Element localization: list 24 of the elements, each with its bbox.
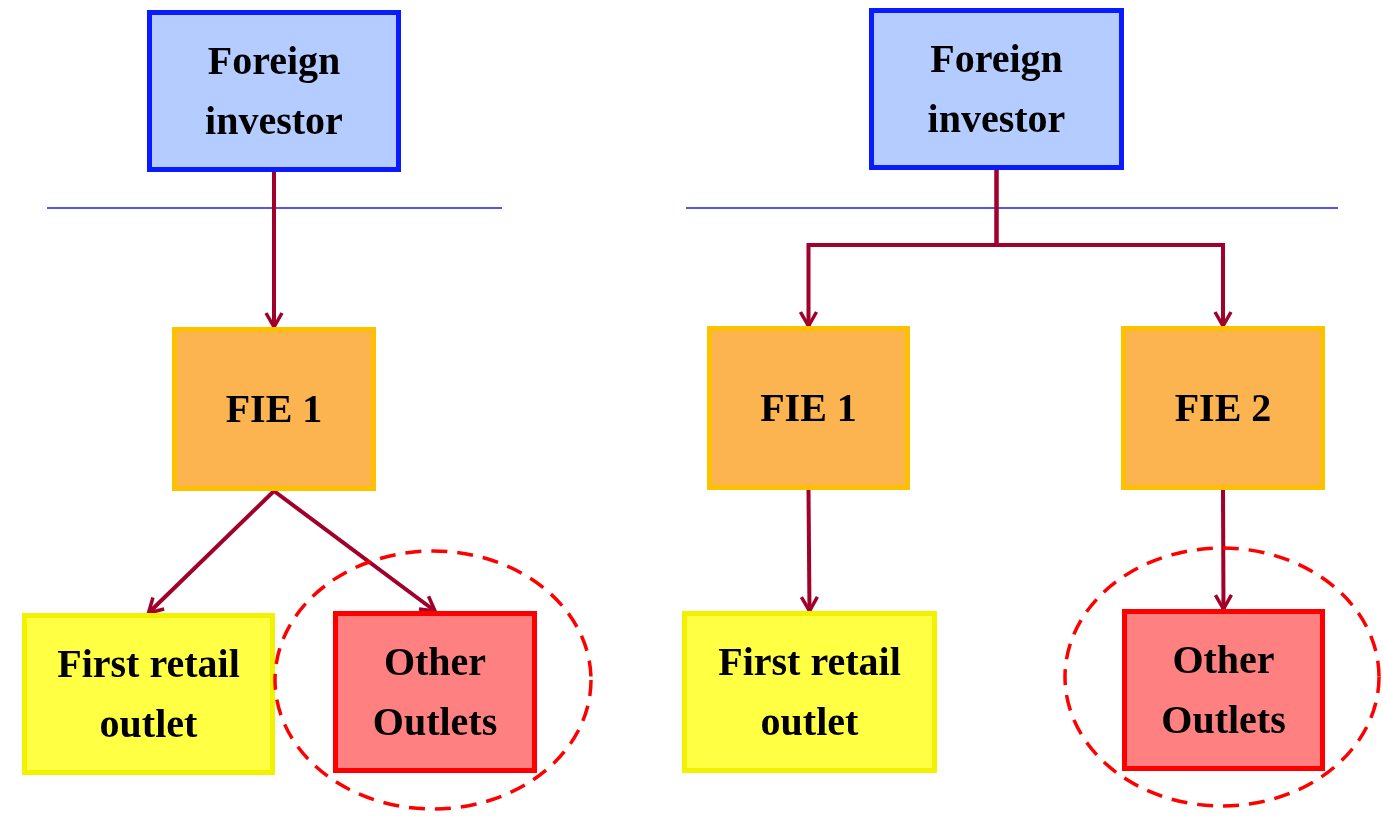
arrow <box>272 489 437 613</box>
process-box <box>1121 326 1325 490</box>
process-box <box>147 10 401 172</box>
process-box <box>1122 609 1325 771</box>
process-box <box>22 613 275 775</box>
box-label: First retail outlet <box>717 638 902 746</box>
box-label: FIE 2 <box>1173 384 1273 432</box>
box-label: Other Outlets <box>371 638 499 746</box>
process-box <box>172 327 376 491</box>
box-label: Foreign investor <box>926 35 1067 143</box>
arrow <box>994 170 1233 328</box>
arrow <box>799 490 820 613</box>
process-box <box>333 611 537 773</box>
arrow <box>1213 490 1234 611</box>
box-label: Other Outlets <box>1160 636 1287 744</box>
box-label: FIE 1 <box>224 385 324 433</box>
process-box <box>682 611 937 773</box>
box-label: First retail outlet <box>56 640 241 748</box>
arrow <box>146 489 276 615</box>
box-label: FIE 1 <box>759 384 858 432</box>
process-box <box>707 326 910 490</box>
process-box <box>869 8 1124 170</box>
arrow <box>264 172 284 329</box>
box-label: Foreign investor <box>204 37 344 145</box>
